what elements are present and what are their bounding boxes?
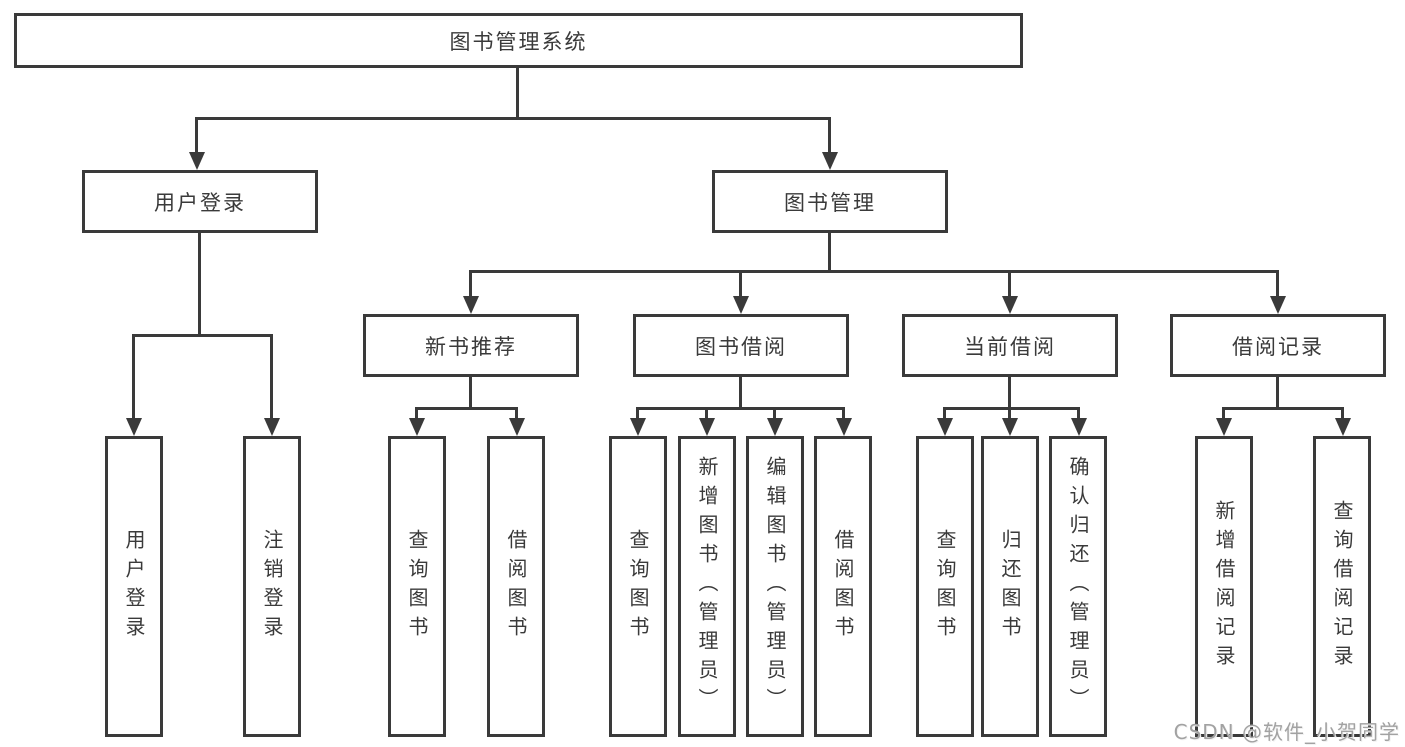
connector-line bbox=[415, 407, 418, 421]
connector-line bbox=[195, 117, 198, 155]
node-label: 图书管理系统 bbox=[449, 29, 588, 54]
leaf-label: 确认归还（管理员） bbox=[1066, 456, 1090, 717]
connector-line bbox=[705, 407, 708, 421]
leaf-logout: 注销登录 bbox=[243, 436, 301, 737]
connector-line bbox=[943, 407, 1080, 410]
leaf-record-add: 新增借阅记录 bbox=[1195, 436, 1253, 737]
connector-line bbox=[1222, 407, 1344, 410]
connector-line bbox=[739, 270, 742, 298]
node-label: 图书管理 bbox=[784, 190, 876, 215]
leaf-borrow-edit-book-admin: 编辑图书（管理员） bbox=[746, 436, 804, 737]
leaf-label: 借阅图书 bbox=[831, 528, 855, 645]
arrowhead-down-icon bbox=[937, 418, 953, 436]
leaf-label: 查询图书 bbox=[933, 528, 957, 645]
node-library-management-system: 图书管理系统 bbox=[14, 13, 1023, 68]
connector-line bbox=[515, 407, 518, 421]
arrowhead-down-icon bbox=[509, 418, 525, 436]
node-label: 新书推荐 bbox=[425, 334, 517, 359]
connector-line bbox=[773, 407, 776, 421]
arrowhead-down-icon bbox=[1071, 418, 1087, 436]
leaf-borrow-add-book-admin: 新增图书（管理员） bbox=[678, 436, 736, 737]
node-current-borrow: 当前借阅 bbox=[902, 314, 1118, 377]
connector-line bbox=[516, 68, 519, 120]
arrowhead-down-icon bbox=[836, 418, 852, 436]
connector-line bbox=[636, 407, 845, 410]
connector-line bbox=[132, 334, 273, 337]
connector-line bbox=[943, 407, 946, 421]
arrowhead-down-icon bbox=[733, 296, 749, 314]
connector-line bbox=[469, 270, 1279, 273]
node-book-management: 图书管理 bbox=[712, 170, 948, 233]
leaf-label: 归还图书 bbox=[998, 528, 1022, 645]
connector-line bbox=[1008, 270, 1011, 298]
arrowhead-down-icon bbox=[767, 418, 783, 436]
connector-line bbox=[195, 117, 831, 120]
leaf-current-confirm-return-admin: 确认归还（管理员） bbox=[1049, 436, 1107, 737]
arrowhead-down-icon bbox=[1335, 418, 1351, 436]
arrowhead-down-icon bbox=[1216, 418, 1232, 436]
arrowhead-down-icon bbox=[1002, 418, 1018, 436]
connector-line bbox=[828, 117, 831, 155]
node-book-borrow: 图书借阅 bbox=[633, 314, 849, 377]
leaf-borrow-query-book: 查询图书 bbox=[609, 436, 667, 737]
connector-line bbox=[739, 377, 742, 409]
arrowhead-down-icon bbox=[126, 418, 142, 436]
connector-line bbox=[1341, 407, 1344, 421]
node-borrow-record: 借阅记录 bbox=[1170, 314, 1386, 377]
leaf-label: 借阅图书 bbox=[504, 528, 528, 645]
node-label: 当前借阅 bbox=[964, 334, 1056, 359]
connector-line bbox=[469, 270, 472, 298]
node-label: 借阅记录 bbox=[1232, 334, 1324, 359]
leaf-current-query-book: 查询图书 bbox=[916, 436, 974, 737]
leaf-current-return-book: 归还图书 bbox=[981, 436, 1039, 737]
arrowhead-down-icon bbox=[463, 296, 479, 314]
leaf-recommend-borrow-book: 借阅图书 bbox=[487, 436, 545, 737]
connector-line bbox=[469, 377, 472, 409]
node-label: 用户登录 bbox=[154, 190, 246, 215]
arrowhead-down-icon bbox=[264, 418, 280, 436]
arrowhead-down-icon bbox=[699, 418, 715, 436]
arrowhead-down-icon bbox=[822, 152, 838, 170]
arrowhead-down-icon bbox=[630, 418, 646, 436]
connector-line bbox=[415, 407, 518, 410]
connector-line bbox=[1008, 377, 1011, 409]
connector-line bbox=[132, 334, 135, 420]
connector-line bbox=[1222, 407, 1225, 421]
connector-line bbox=[1276, 377, 1279, 409]
connector-line bbox=[828, 233, 831, 272]
arrowhead-down-icon bbox=[189, 152, 205, 170]
leaf-label: 查询图书 bbox=[626, 528, 650, 645]
leaf-label: 编辑图书（管理员） bbox=[763, 456, 787, 717]
leaf-label: 注销登录 bbox=[260, 528, 284, 645]
node-user-login: 用户登录 bbox=[82, 170, 318, 233]
connector-line bbox=[842, 407, 845, 421]
node-new-book-recommend: 新书推荐 bbox=[363, 314, 579, 377]
connector-line bbox=[198, 233, 201, 336]
arrowhead-down-icon bbox=[1270, 296, 1286, 314]
node-label: 图书借阅 bbox=[695, 334, 787, 359]
arrowhead-down-icon bbox=[409, 418, 425, 436]
leaf-record-query: 查询借阅记录 bbox=[1313, 436, 1371, 737]
connector-line bbox=[1077, 407, 1080, 421]
leaf-label: 用户登录 bbox=[122, 528, 146, 645]
leaf-label: 查询图书 bbox=[405, 528, 429, 645]
leaf-label: 新增图书（管理员） bbox=[695, 456, 719, 717]
connector-line bbox=[1276, 270, 1279, 298]
leaf-borrow-borrow-book: 借阅图书 bbox=[814, 436, 872, 737]
connector-line bbox=[636, 407, 639, 421]
leaf-recommend-query-book: 查询图书 bbox=[388, 436, 446, 737]
connector-line bbox=[270, 334, 273, 420]
leaf-user-login: 用户登录 bbox=[105, 436, 163, 737]
arrowhead-down-icon bbox=[1002, 296, 1018, 314]
leaf-label: 新增借阅记录 bbox=[1212, 499, 1236, 674]
leaf-label: 查询借阅记录 bbox=[1330, 499, 1354, 674]
csdn-watermark: CSDN @软件_小贺同学 bbox=[1173, 720, 1400, 744]
connector-line bbox=[1008, 407, 1011, 421]
